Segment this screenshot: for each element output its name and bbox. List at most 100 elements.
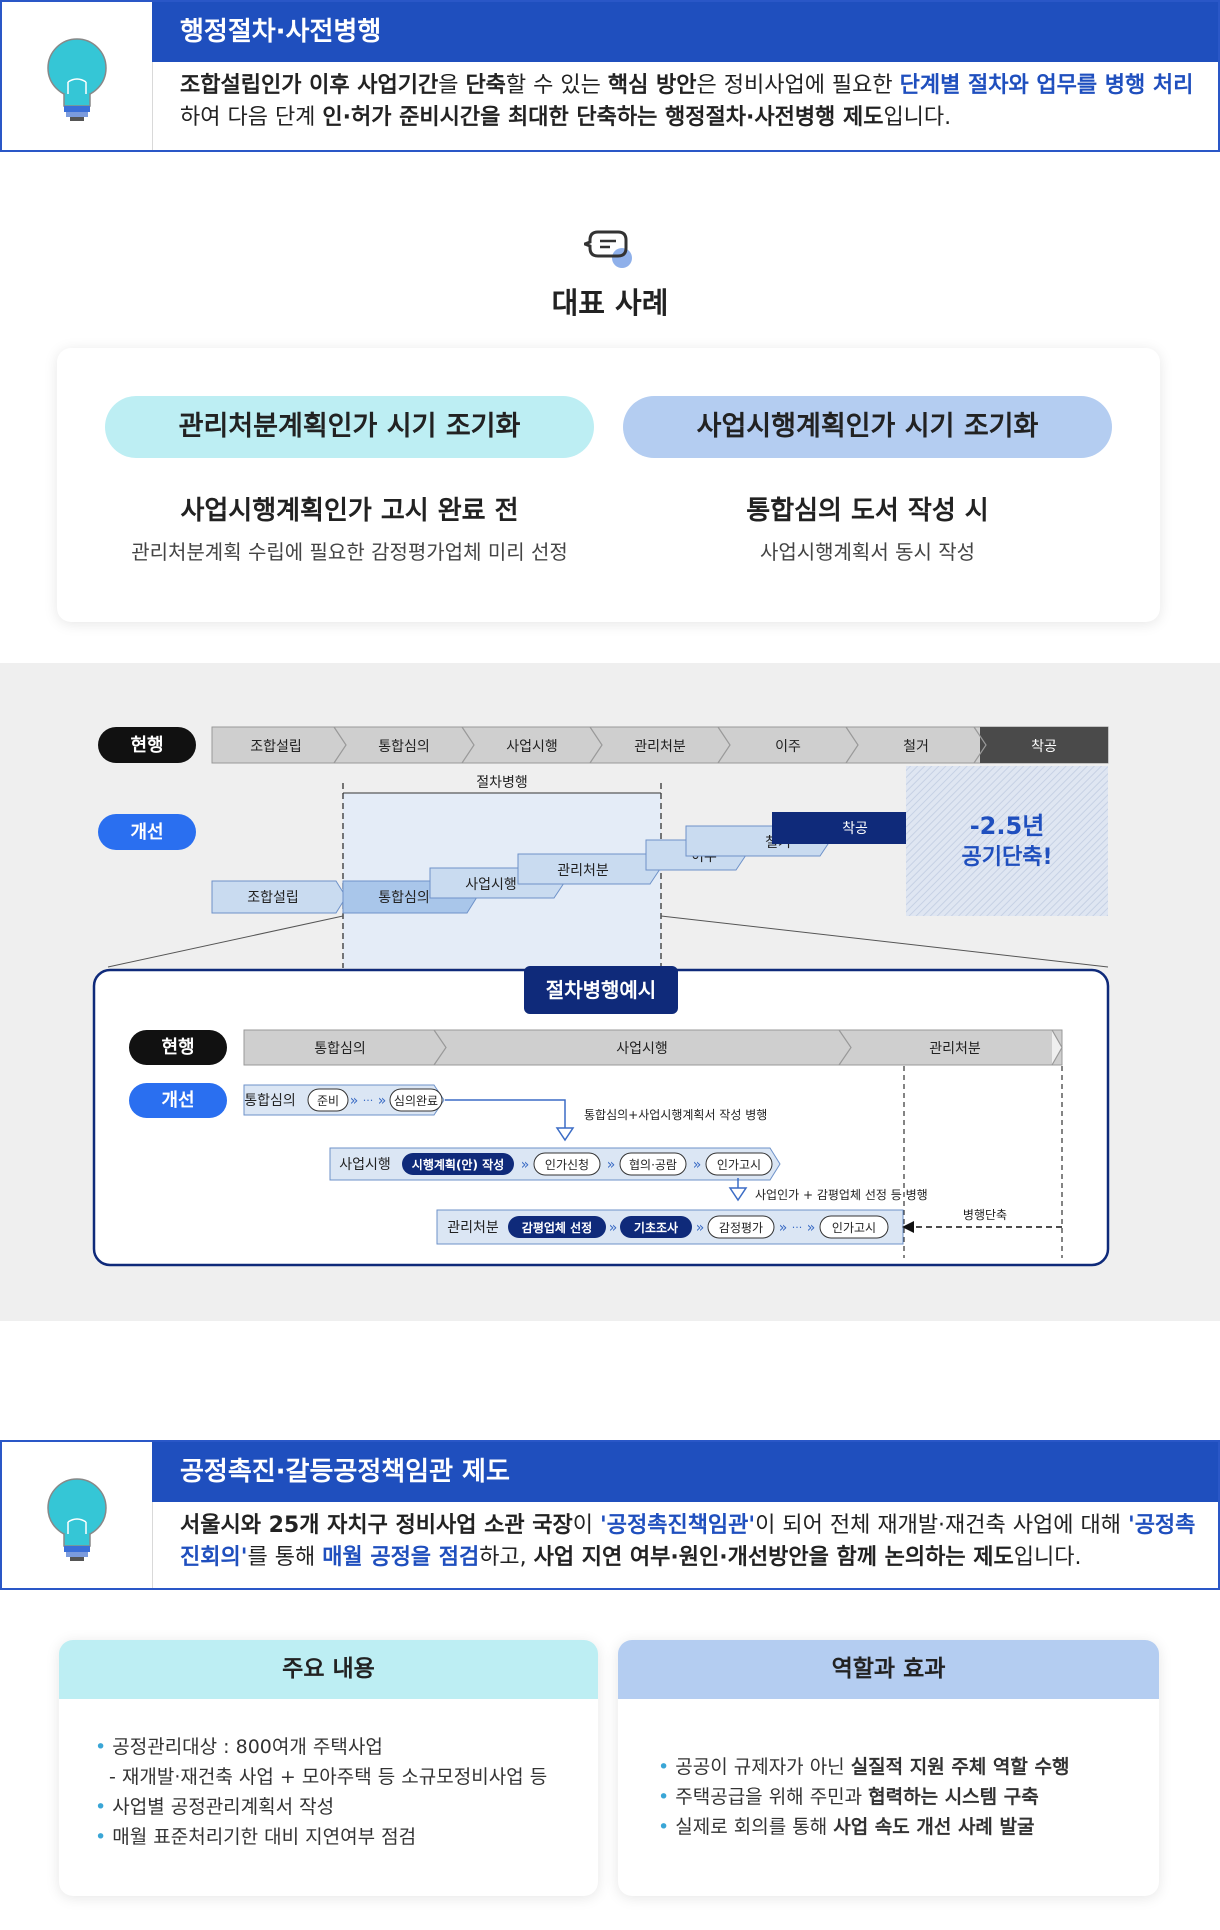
- step-separator: [717, 726, 731, 764]
- current-step: 사업시행: [506, 739, 558, 755]
- current-step: 통합심의: [378, 739, 430, 755]
- case-left-title: 사업시행계획인가 고시 완료 전: [180, 496, 519, 526]
- chat-icon: [580, 228, 636, 272]
- improved-step-box: [211, 880, 347, 914]
- roles-effects-box: 역할과 효과 • 공공이 규제자가 아닌 실질적 지원 주체 역할 수행• 주택…: [618, 1640, 1159, 1896]
- desc-segment: 단계별 절차와 업무를 병행 처리: [899, 73, 1194, 98]
- roles-effects-text: 주택공급을 위해 주민과: [675, 1786, 869, 1808]
- main-content-box: 주요 내용 • 공정관리대상 : 800여개 주택사업 - 재개발·재건축 사업 …: [59, 1640, 598, 1896]
- process-pill-label: 시행계획(안) 작성: [412, 1157, 504, 1172]
- arrow-glyph: »: [693, 1157, 702, 1173]
- saving-value: -2.5년: [970, 812, 1045, 840]
- bullet-icon: •: [95, 1826, 113, 1848]
- bulb-icon-2: [2, 1442, 153, 1588]
- desc-segment: 입니다.: [883, 105, 952, 130]
- main-content-title: 주요 내용: [59, 1640, 598, 1699]
- ex-improved-label: 개선: [161, 1090, 194, 1111]
- ellipsis: ···: [363, 1094, 374, 1107]
- process-pill-label: 협의·공람: [629, 1158, 677, 1172]
- current-label: 현행: [130, 735, 163, 756]
- process-pill: [620, 1216, 692, 1238]
- main-content-item: • 공정관리대상 : 800여개 주택사업: [95, 1732, 575, 1762]
- desc-segment: 서울시와 25개 자치구 정비사업 소관 국장: [180, 1513, 573, 1538]
- example-row1-label: 통합심의: [244, 1093, 296, 1109]
- example-current-step: 통합심의: [314, 1041, 366, 1057]
- process-pill-label: 감평업체 선정: [522, 1220, 592, 1235]
- desc-segment: 를 통해: [247, 1545, 323, 1570]
- step-separator: [845, 726, 859, 764]
- example-note-1: 통합심의+사업시행계획서 작성 병행: [584, 1107, 767, 1122]
- process-pill-label: 심의완료: [394, 1094, 438, 1108]
- process-pill: [707, 1215, 775, 1239]
- case-left-sub: 관리처분계획 수립에 필요한 감정평가업체 미리 선정: [131, 540, 568, 564]
- step-separator: [838, 1029, 852, 1066]
- step-separator: [333, 726, 347, 764]
- bullet-icon: •: [95, 1796, 113, 1818]
- arrow-glyph: »: [378, 1093, 387, 1109]
- improved-step: 착공: [842, 821, 868, 837]
- case-right-title: 통합심의 도서 작성 시: [746, 496, 989, 526]
- process-pill-label: 인가신청: [545, 1158, 589, 1172]
- case-right-sub: 사업시행계획서 동시 작성: [759, 540, 976, 564]
- process-pill: [705, 1152, 773, 1176]
- current-badge: [98, 727, 196, 763]
- parallel-label: 절차병행: [476, 775, 528, 791]
- arrow-glyph: »: [350, 1093, 359, 1109]
- main-content-text: - 재개발·재건축 사업 + 모아주택 등 소규모정비사업 등: [109, 1766, 548, 1788]
- example-note-3: 병행단축: [963, 1207, 1007, 1222]
- step-separator: [1051, 1029, 1063, 1066]
- current-step: 착공: [1031, 739, 1057, 755]
- roles-effects-text: 실제로 회의를 통해: [675, 1816, 834, 1838]
- arrow-glyph: »: [607, 1157, 616, 1173]
- desc-segment: 이: [572, 1513, 600, 1538]
- current-final-step: [980, 727, 1108, 763]
- example-current-step: 관리처분: [929, 1041, 981, 1057]
- example-row3-label: 관리처분: [447, 1220, 499, 1236]
- process-pill: [508, 1216, 606, 1238]
- main-content-item: - 재개발·재건축 사업 + 모아주택 등 소규모정비사업 등: [95, 1762, 575, 1792]
- roles-effects-text: 사업 속도 개선 사례 발굴: [833, 1816, 1035, 1838]
- process-pill: [619, 1152, 687, 1176]
- improved-badge: [98, 814, 196, 850]
- example-title-badge: [524, 966, 678, 1014]
- main-content-item: • 매월 표준처리기한 대비 지연여부 점검: [95, 1822, 575, 1852]
- roles-effects-text: 실질적 지원 주체 역할 수행: [850, 1756, 1070, 1778]
- desc-segment: 사업 지연 여부·원인·개선방안을 함께 논의하는 제도: [533, 1545, 1014, 1570]
- current-step: 관리처분: [634, 739, 686, 755]
- arrow-glyph: »: [807, 1220, 816, 1236]
- improved-step-box: [772, 812, 906, 844]
- bulb-icon: [2, 2, 153, 150]
- roles-effects-text: 협력하는 시스템 구축: [868, 1786, 1039, 1808]
- section1-header: 행정절차·사전병행 조합설립인가 이후 사업기간을 단축할 수 있는 핵심 방안…: [0, 0, 1220, 152]
- example-current-step: 사업시행: [616, 1041, 668, 1057]
- step-separator: [433, 1029, 447, 1066]
- process-pill-label: 인가고시: [717, 1158, 761, 1172]
- bullet-icon: •: [95, 1736, 113, 1758]
- example-row2-label: 사업시행: [339, 1157, 391, 1173]
- current-step: 이주: [775, 739, 801, 755]
- roles-effects-text: 공공이 규제자가 아닌: [675, 1756, 851, 1778]
- step-separator: [589, 726, 603, 764]
- process-pill: [819, 1215, 889, 1239]
- improved-step: 관리처분: [557, 863, 609, 879]
- current-step: 철거: [903, 739, 929, 755]
- improved-step: 통합심의: [378, 890, 430, 906]
- ellipsis: ···: [792, 1221, 803, 1234]
- example-title: 절차병행예시: [546, 978, 656, 1002]
- process-pill-label: 기초조사: [634, 1220, 678, 1235]
- roles-effects-item: • 주택공급을 위해 주민과 협력하는 시스템 구축: [658, 1782, 1138, 1812]
- desc-segment: 하고,: [479, 1545, 534, 1570]
- desc-segment: 핵심 방안: [607, 73, 697, 98]
- current-step: 조합설립: [250, 739, 302, 755]
- main-content-text: 매월 표준처리기한 대비 지연여부 점검: [112, 1826, 417, 1848]
- section2-header: 공정촉진·갈등공정책임관 제도 서울시와 25개 자치구 정비사업 소관 국장이…: [0, 1440, 1220, 1590]
- roles-effects-item: • 공공이 규제자가 아닌 실질적 지원 주체 역할 수행: [658, 1752, 1138, 1782]
- desc-segment: 하여 다음 단계: [180, 105, 323, 130]
- desc-segment: 을: [438, 73, 466, 98]
- example-note-2: 사업인가 + 감평업체 선정 등 병행: [755, 1187, 928, 1202]
- roles-effects-item: • 실제로 회의를 통해 사업 속도 개선 사례 발굴: [658, 1812, 1138, 1842]
- case-right-pill: 사업시행계획인가 시기 조기화: [623, 396, 1112, 458]
- section2-description: 서울시와 25개 자치구 정비사업 소관 국장이 '공정촉진책임관'이 되어 전…: [180, 1510, 1198, 1574]
- cases-heading: 대표 사례: [551, 286, 669, 320]
- desc-segment: 은 정비사업에 필요한: [696, 73, 900, 98]
